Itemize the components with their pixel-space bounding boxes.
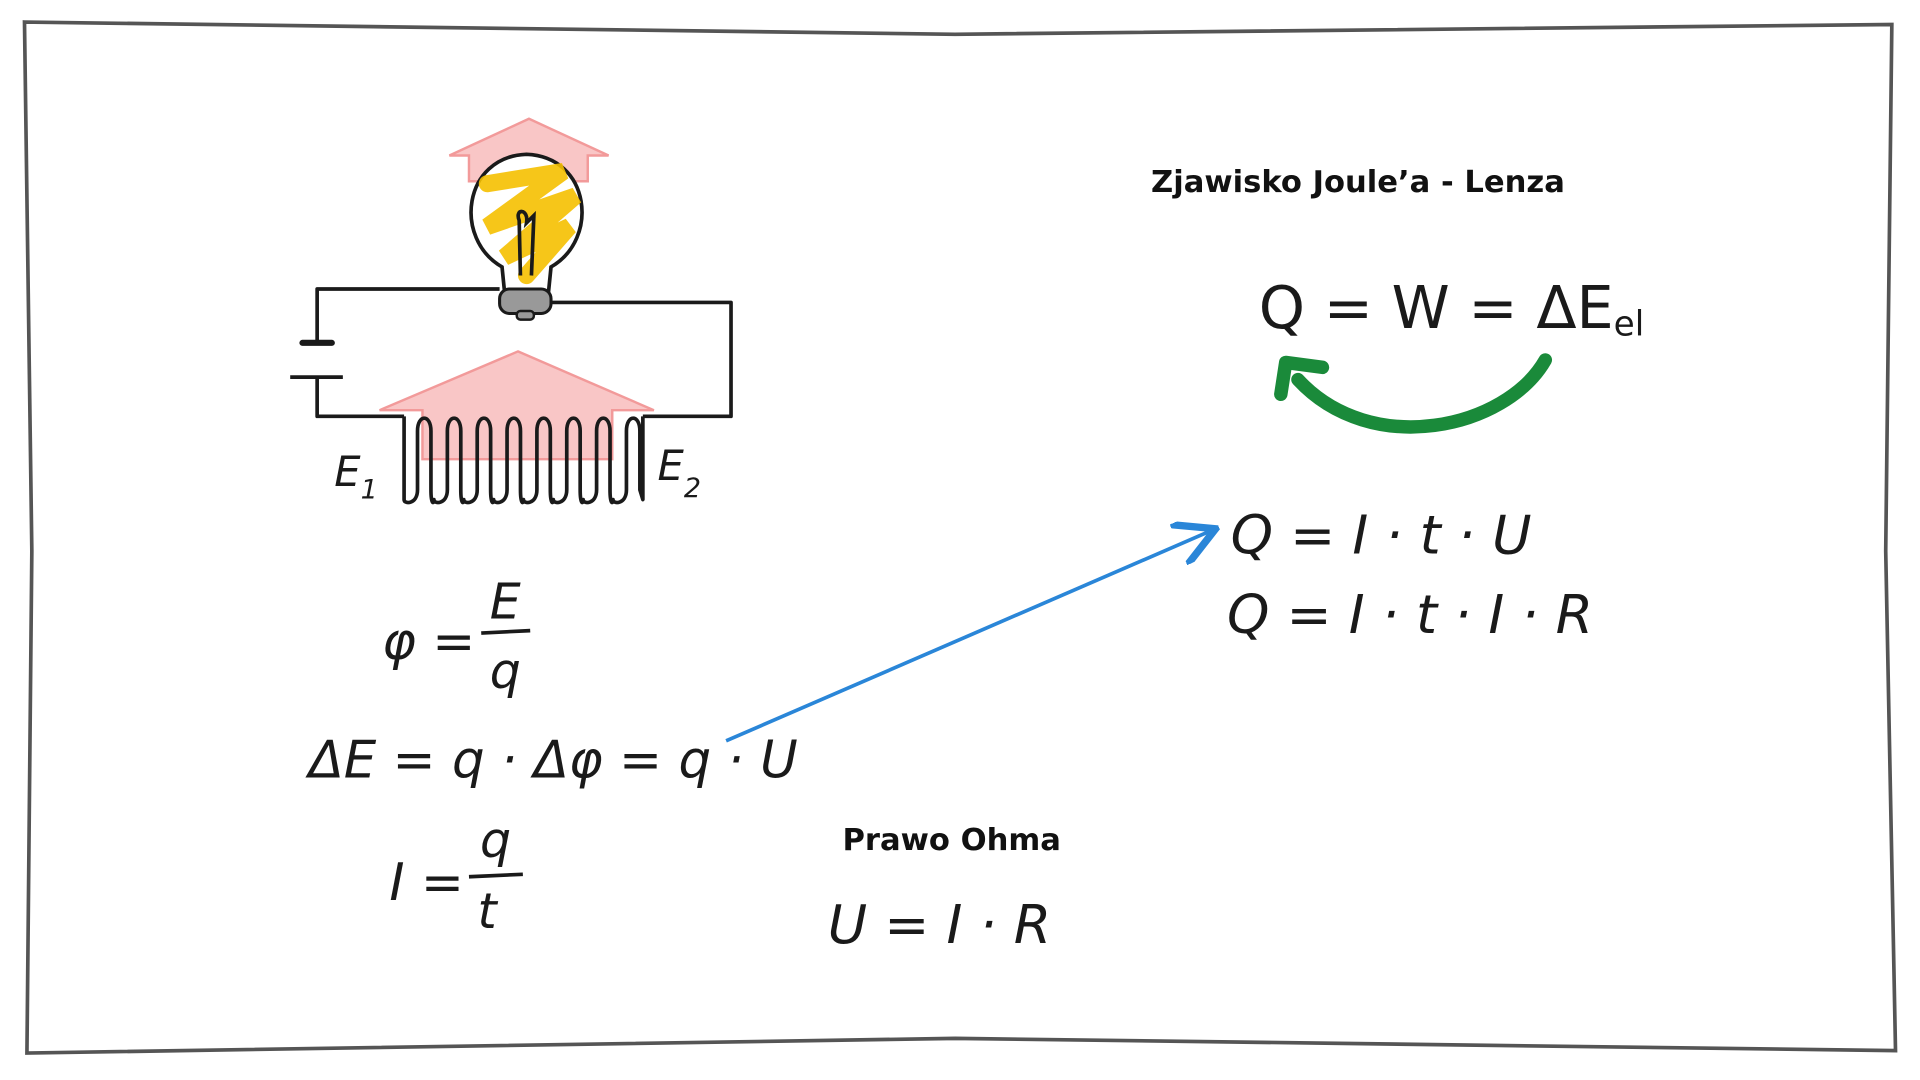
formula-phi-lhs: φ = <box>382 612 475 672</box>
joule-lenz-title: Zjawisko Joule’a - Lenza <box>1151 165 1565 200</box>
formula-ohm: U = I · R <box>828 893 1051 956</box>
formula-q-itir: Q = I · t · I · R <box>1227 583 1593 646</box>
formula-i-lhs: I = <box>389 853 464 913</box>
wire-left <box>315 287 500 343</box>
formula-q-w-e: Q = W = ΔEel <box>1259 273 1645 344</box>
lightbulb-icon <box>469 152 584 321</box>
resistor-coil <box>402 416 645 505</box>
wire-right <box>551 300 733 419</box>
ohm-title: Prawo Ohma <box>842 823 1061 858</box>
formula-phi-num: E <box>490 573 521 630</box>
formula-q-itu: Q = I · t · U <box>1231 503 1532 566</box>
green-arrowhead-icon <box>1274 355 1330 402</box>
formula-phi-den: q <box>490 643 521 700</box>
formula-delta-e: ΔE = q · Δφ = q · U <box>305 731 798 791</box>
formula-i-num: q <box>480 812 511 869</box>
label-e2: E2 <box>658 441 701 504</box>
link-arrow <box>725 530 1212 743</box>
label-e1: E1 <box>334 447 377 505</box>
curved-green-arrow <box>1291 353 1553 434</box>
paper-frame <box>22 20 1898 1055</box>
fraction-bar <box>468 872 523 879</box>
fraction-bar <box>481 628 531 635</box>
wire-bottom-left <box>315 377 405 419</box>
circuit-diagram: E1 E2 <box>290 117 733 505</box>
formula-i-den: t <box>478 883 499 940</box>
